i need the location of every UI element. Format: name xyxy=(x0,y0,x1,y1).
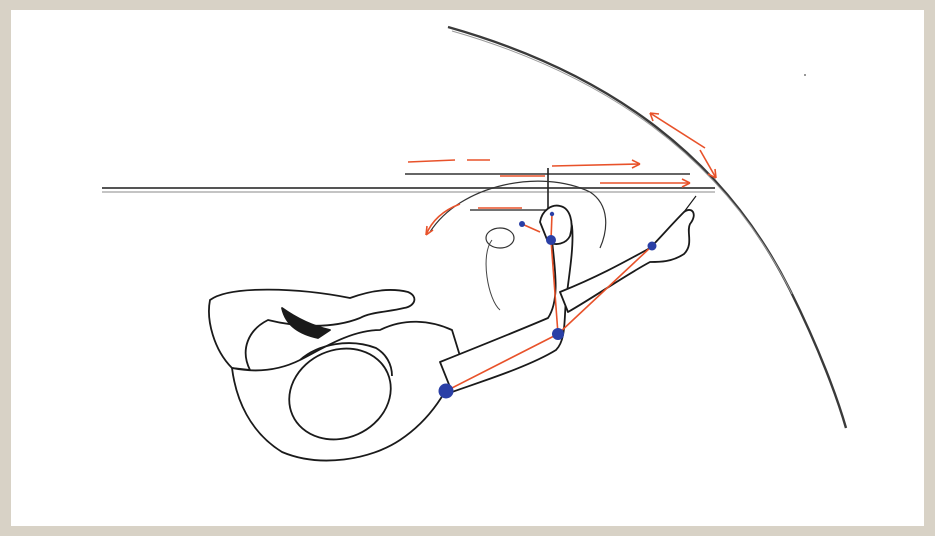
forward-hand-marker xyxy=(648,242,657,251)
paper-speck xyxy=(804,74,806,76)
person-figure-icon xyxy=(209,196,696,461)
saw-blade-arc-shadow xyxy=(452,31,792,294)
elbow-joint-marker xyxy=(552,328,564,340)
biomechanics-illustration xyxy=(11,10,924,526)
wrist-joint-marker xyxy=(546,235,556,245)
illustration-panel xyxy=(11,10,924,526)
straight-edge-icon xyxy=(102,174,715,210)
saw-grip-marker xyxy=(519,221,525,227)
finger-joint-marker xyxy=(550,212,554,216)
shoulder-joint-marker xyxy=(439,384,454,399)
